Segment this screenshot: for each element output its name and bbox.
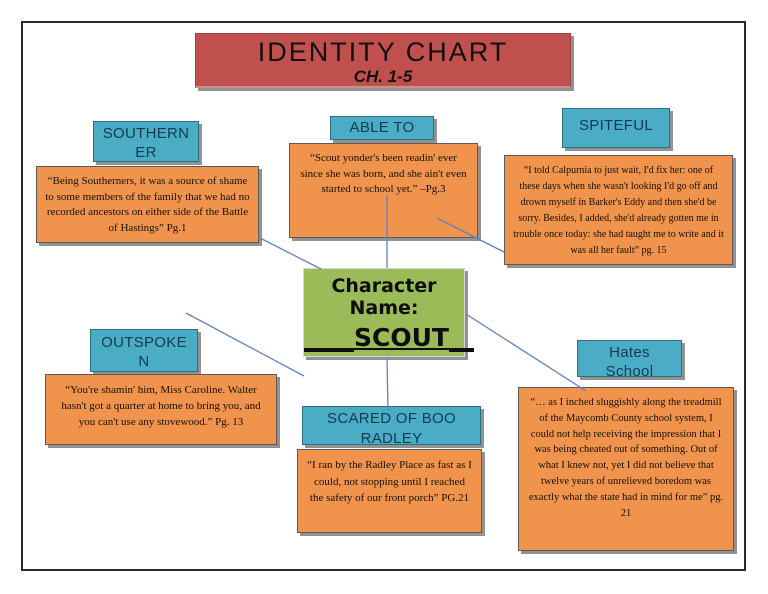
node-label-text: SOUTHERN — [102, 125, 190, 142]
quote-outspoken: “You're shamin' him, Miss Caroline. Walt… — [45, 374, 277, 445]
node-label-hates-school: Hates School — [577, 340, 682, 377]
node-label-text: SCARED OF BOO — [327, 410, 456, 427]
quote-able-to: “Scout yonder's been readin' ever since … — [289, 143, 478, 238]
quote-text: “Scout yonder's been readin' ever since … — [300, 152, 467, 195]
node-label-text: ER — [135, 144, 157, 161]
page-title: IDENTITY CHART — [257, 37, 509, 67]
node-label-text: School — [605, 363, 654, 377]
node-label-text: OUTSPOKE — [101, 334, 187, 351]
character-heading-line2: Name: — [349, 297, 419, 319]
title-box: IDENTITY CHART CH. 1-5 — [195, 33, 571, 88]
quote-text: “I ran by the Radley Place as fast as I … — [307, 459, 472, 504]
node-label-able-to: ABLE TO — [330, 116, 434, 140]
quote-spiteful: “I told Calpurnia to just wait, I'd fix … — [504, 155, 733, 265]
node-label-text: ABLE TO — [349, 119, 415, 136]
character-name: ____SCOUT__ — [304, 323, 474, 352]
node-label-text: RADLEY — [360, 430, 423, 445]
node-label-spiteful: SPITEFUL — [562, 108, 670, 148]
quote-southerner: “Being Southerners, it was a source of s… — [36, 166, 259, 243]
node-label-southerner: SOUTHERN ER — [93, 121, 199, 162]
quote-text: “I told Calpurnia to just wait, I'd fix … — [513, 165, 724, 256]
character-name-box: Character Name: ____SCOUT__ — [303, 268, 474, 357]
node-label-outspoken: OUTSPOKE N — [90, 329, 198, 372]
node-label-text: SPITEFUL — [578, 117, 654, 134]
quote-text: “… as I inched sluggishly along the trea… — [528, 397, 724, 519]
node-label-text: N — [138, 353, 150, 370]
node-label-text: Hates — [609, 344, 650, 361]
quote-hates-school: “… as I inched sluggishly along the trea… — [518, 387, 734, 551]
page-subtitle: CH. 1-5 — [353, 67, 413, 86]
quote-scared-of-boo-radley: “I ran by the Radley Place as fast as I … — [297, 449, 482, 533]
character-heading: Character Name: — [304, 269, 464, 319]
quote-text: “Being Southerners, it was a source of s… — [45, 175, 250, 234]
node-label-scared-of-boo-radley: SCARED OF BOO RADLEY — [302, 406, 481, 445]
character-heading-line1: Character — [331, 275, 437, 297]
quote-text: “You're shamin' him, Miss Caroline. Walt… — [61, 384, 261, 428]
page-border — [21, 21, 746, 571]
